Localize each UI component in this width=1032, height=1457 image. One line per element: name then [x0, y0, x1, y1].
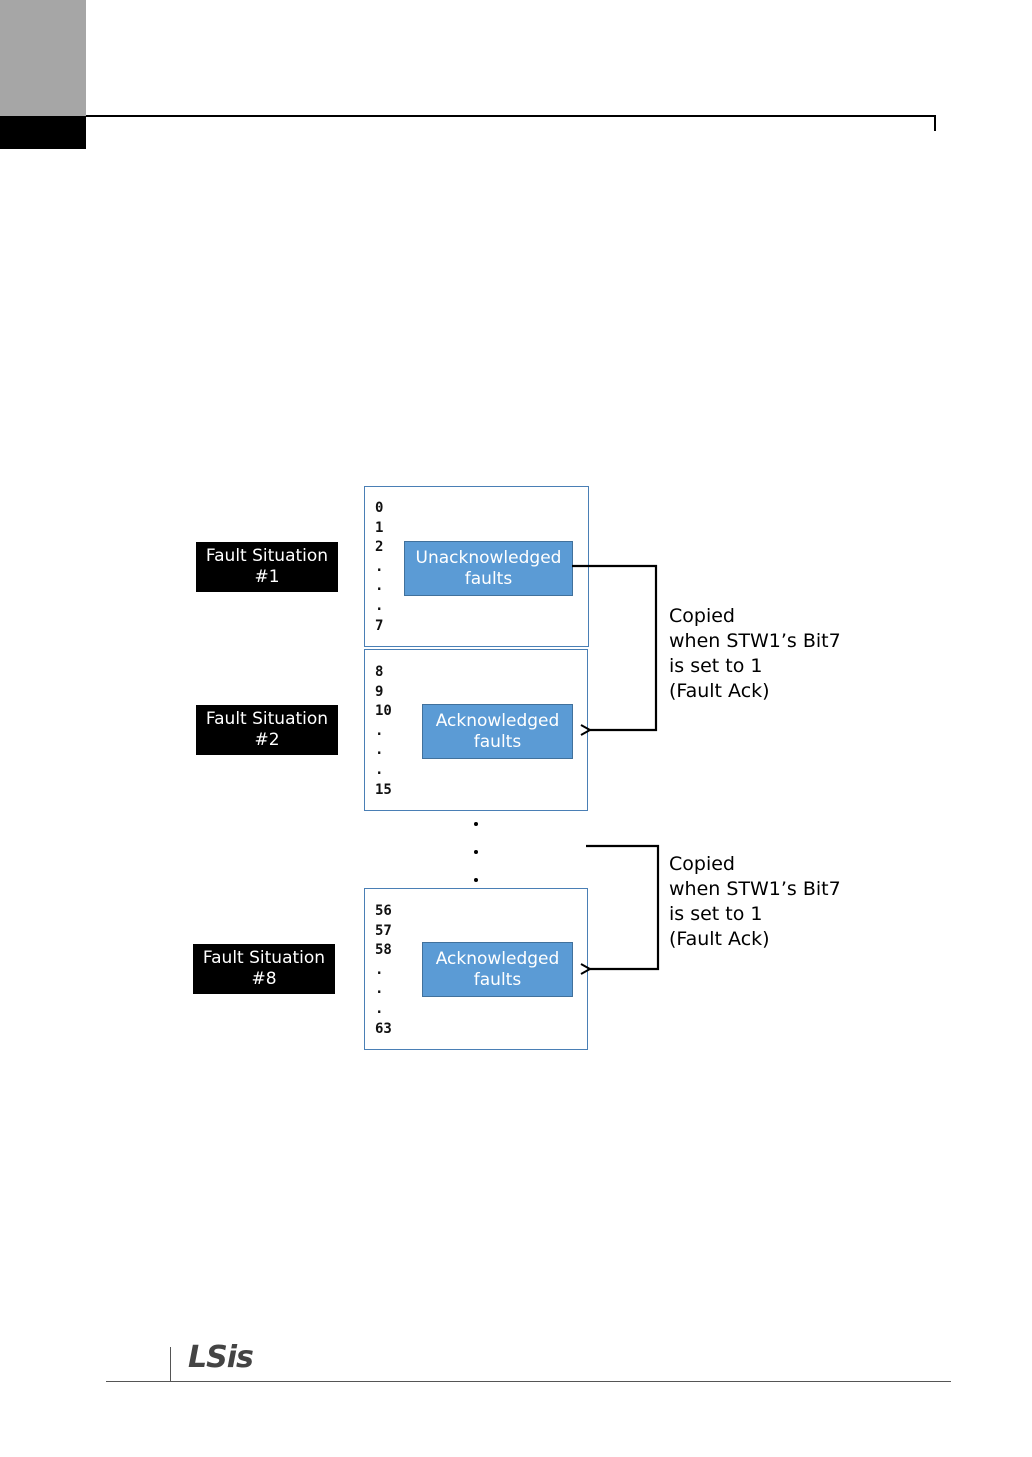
copy-arrow-2: [586, 846, 658, 969]
footer-divider: [170, 1347, 171, 1382]
note-line: is set to 1: [669, 654, 841, 679]
copy-note-1: Copied when STW1’s Bit7 is set to 1 (Fau…: [669, 604, 841, 704]
note-line: Copied: [669, 852, 841, 877]
copy-arrow-1: [572, 566, 656, 730]
company-logo: LSis: [188, 1340, 253, 1375]
copy-note-2: Copied when STW1’s Bit7 is set to 1 (Fau…: [669, 852, 841, 952]
note-line: when STW1’s Bit7: [669, 877, 841, 902]
note-line: (Fault Ack): [669, 927, 841, 952]
note-line: (Fault Ack): [669, 679, 841, 704]
note-line: when STW1’s Bit7: [669, 629, 841, 654]
note-line: is set to 1: [669, 902, 841, 927]
note-line: Copied: [669, 604, 841, 629]
footer-rule: [106, 1381, 951, 1382]
